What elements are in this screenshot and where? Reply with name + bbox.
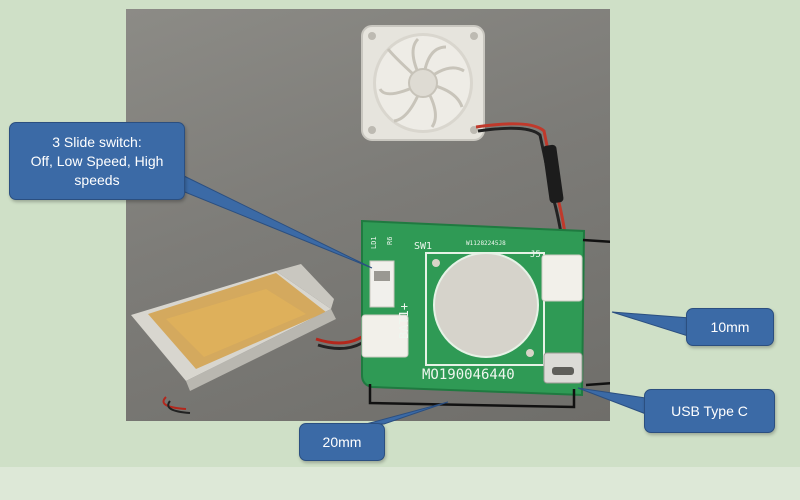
lipo-battery [131,264,336,391]
photo-illustration: SW1 W11282245J8 J5 BAT1+ MO190046440 LD1… [131,25,610,414]
silkscreen-led: LD1 [370,236,378,249]
width-dimension-callout: 10mm [686,308,774,346]
fan-cable [475,122,568,240]
cooling-fan [361,25,485,141]
length-dimension-text: 20mm [322,433,362,450]
silkscreen-bat1: BAT1+ [397,303,411,339]
dimension-brackets [368,238,610,409]
footer-band [0,467,800,500]
silkscreen-sw1: SW1 [414,241,432,252]
length-dimension-callout: 20mm [299,423,385,461]
silkscreen-j5: J5 [530,250,541,260]
usb-callout-text: USB Type C [671,402,748,419]
pcb-board: SW1 W11282245J8 J5 BAT1+ MO190046440 LD1… [361,219,586,397]
slide-switch-callout: 3 Slide switch: Off, Low Speed, High spe… [9,122,185,200]
silkscreen-code: W11282245J8 [466,240,506,247]
usb-callout: USB Type C [644,389,775,433]
silkscreen-resistor: R6 [386,237,394,245]
width-dimension-text: 10mm [710,318,750,335]
slide-switch-callout-text: 3 Slide switch: Off, Low Speed, High spe… [30,133,164,188]
silkscreen-part-number: MO190046440 [422,367,515,383]
product-photo: SW1 W11282245J8 J5 BAT1+ MO190046440 LD1… [126,9,610,421]
